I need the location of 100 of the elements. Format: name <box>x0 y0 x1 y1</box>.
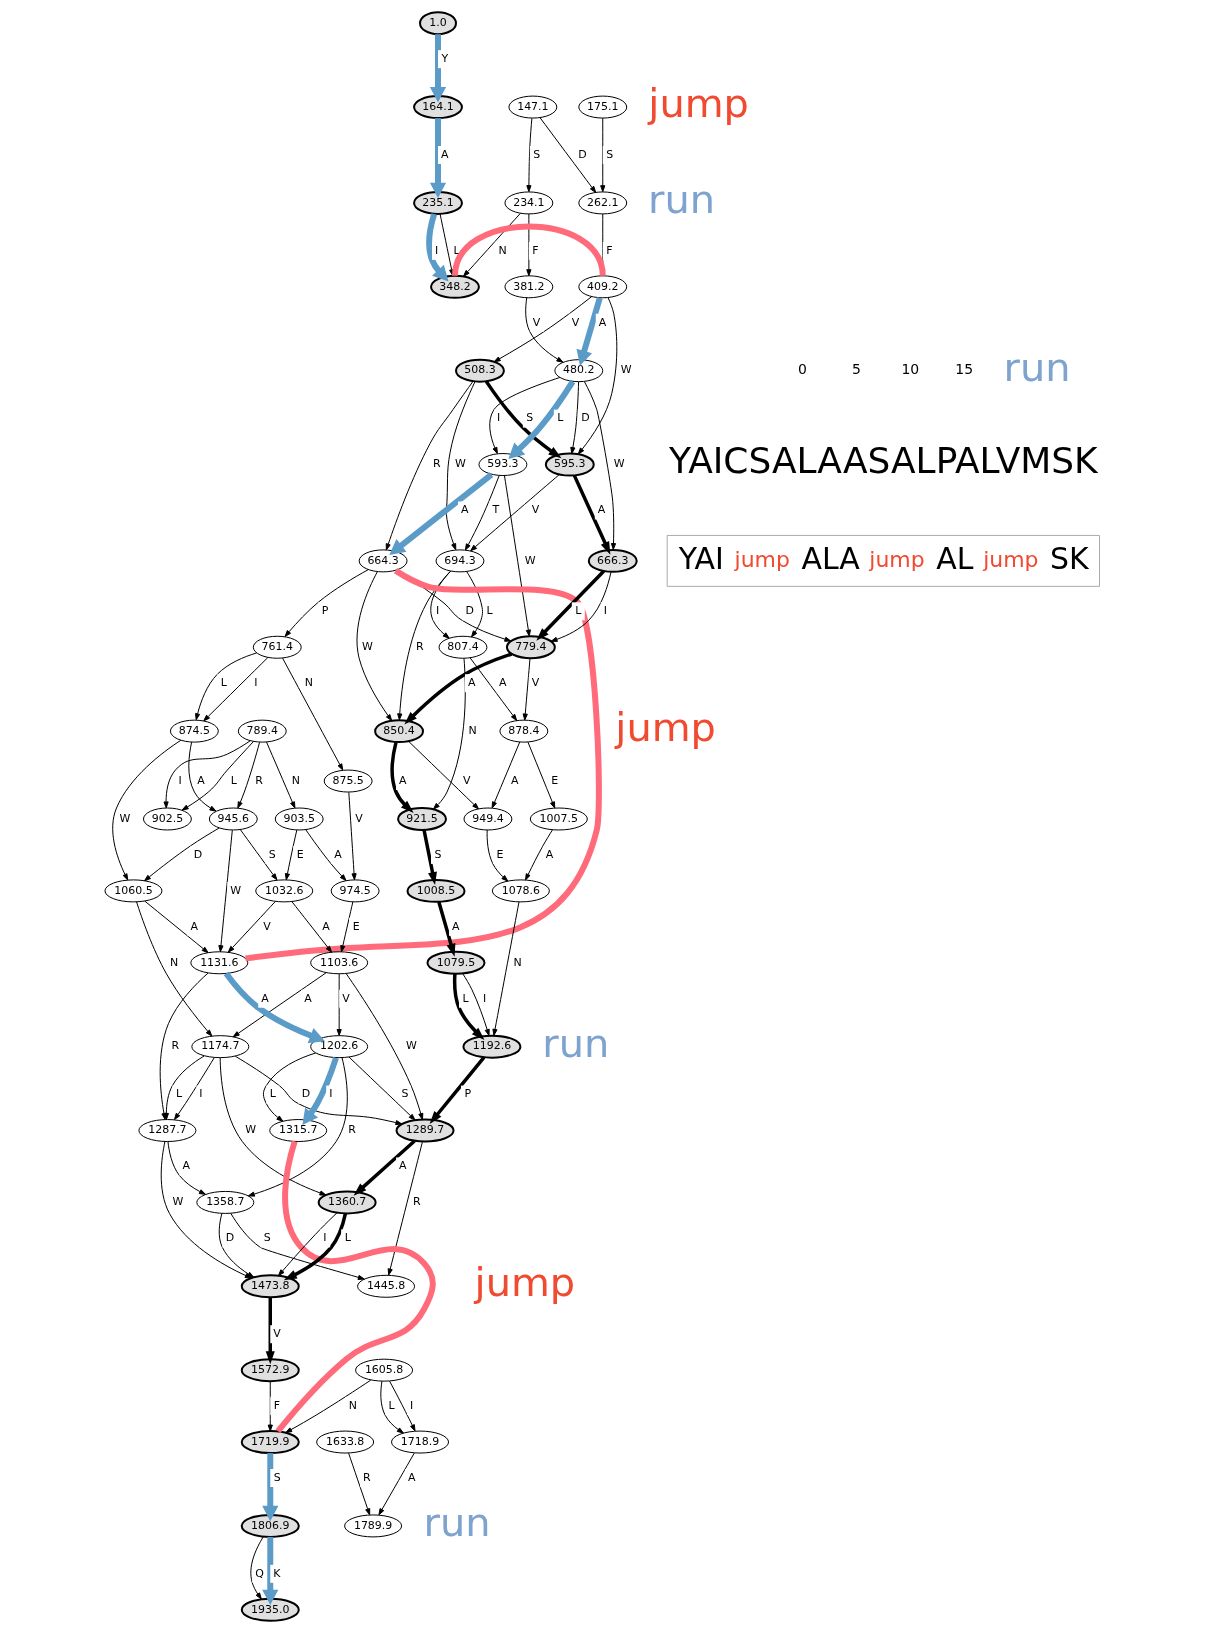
edge-label: V <box>263 919 271 933</box>
edge-label: A <box>197 773 205 787</box>
edge-label: A <box>190 919 198 933</box>
label: YAICSALAASALPALVMSK <box>669 440 1098 482</box>
edge-label: A <box>408 1470 416 1484</box>
edge-label: D <box>578 147 587 161</box>
edge-label: S <box>268 847 276 861</box>
edge-label: L <box>486 604 493 618</box>
edge-label: I <box>436 604 440 618</box>
edge-label: N <box>513 955 522 969</box>
edge-label: I <box>178 773 182 787</box>
edge-label: N <box>468 723 477 737</box>
edge-label: V <box>571 315 580 329</box>
edge-label: I <box>199 1087 203 1101</box>
label: 10 <box>901 361 920 378</box>
edge-label: S <box>263 1231 271 1245</box>
edge-label: N <box>291 773 300 787</box>
edge-label: W <box>119 811 131 825</box>
edge-label: A <box>334 847 342 861</box>
label: jump <box>615 704 716 751</box>
edge-label: E <box>352 919 360 933</box>
edge-label: I <box>410 1398 414 1412</box>
edge-label: A <box>460 503 469 517</box>
edge-label: F <box>606 243 613 257</box>
edge-label: A <box>545 847 554 861</box>
edge-label: P <box>321 604 329 618</box>
edge-label: S <box>526 411 534 425</box>
edge-label: I <box>323 1231 327 1245</box>
edge-label: S <box>533 147 541 161</box>
edge-label: A <box>451 919 460 933</box>
edge-label: W <box>620 363 632 377</box>
edge-label: A <box>261 991 269 1005</box>
edge-label: R <box>413 1195 421 1209</box>
edge-label: N <box>304 676 313 689</box>
label: run <box>542 1019 610 1066</box>
edge-label: R <box>433 457 441 471</box>
edge-label: D <box>465 604 474 618</box>
edge-label: L <box>344 1231 351 1245</box>
edge-label: N <box>498 243 507 257</box>
edge-label: T <box>492 503 500 517</box>
edge-label: A <box>467 676 476 689</box>
edge-label: R <box>363 1470 371 1484</box>
edge-label: A <box>304 991 312 1005</box>
edge-label: E <box>496 847 504 861</box>
edge-label: I <box>496 411 501 425</box>
label: run <box>648 175 716 222</box>
edge-label: W <box>172 1195 184 1209</box>
edge-label: A <box>498 676 507 689</box>
edge-label: L <box>575 604 582 618</box>
edge-label: V <box>532 315 541 329</box>
edge-label: I <box>603 604 608 618</box>
edge-label: W <box>454 457 466 471</box>
edge-label: L <box>175 1087 183 1101</box>
edge-label: R <box>255 773 263 787</box>
edge-label: I <box>482 991 487 1005</box>
edge-label: W <box>362 640 373 654</box>
edge-label: L <box>220 676 227 689</box>
edge-label: A <box>182 1159 190 1173</box>
edge-label: E <box>551 773 559 787</box>
edge-label: L <box>230 773 237 787</box>
label: run <box>423 1498 491 1545</box>
edge-label: S <box>401 1087 409 1101</box>
edge-label: W <box>406 1039 417 1053</box>
edge-label: I <box>435 243 439 257</box>
edge-label: D <box>581 411 590 425</box>
edge-label: P <box>464 1087 472 1101</box>
edge-label: V <box>531 503 540 517</box>
edge-label: I <box>329 1087 333 1101</box>
edge-label: W <box>613 457 625 471</box>
edge-label: W <box>524 553 536 567</box>
label: jump <box>648 80 749 127</box>
edge-label: A <box>598 315 607 329</box>
edge-label: L <box>269 1087 276 1101</box>
label: 5 <box>851 361 861 378</box>
edge-label: S <box>606 147 614 161</box>
edge-label: Y <box>441 51 449 65</box>
edge-label: R <box>171 1039 180 1053</box>
edge-label: V <box>462 773 471 787</box>
edge-label: V <box>273 1327 281 1341</box>
edge-label: N <box>348 1398 357 1412</box>
edge-label: A <box>441 147 449 161</box>
edge-label: D <box>193 847 203 861</box>
edge-label: F <box>273 1398 281 1412</box>
edge-label: Q <box>255 1566 264 1580</box>
edge-label: L <box>462 991 469 1005</box>
edge-label: F <box>532 243 539 257</box>
edge-label: S <box>273 1470 281 1484</box>
edge-label: K <box>273 1566 281 1580</box>
edge-label: L <box>557 411 564 425</box>
edge-label: D <box>301 1087 311 1101</box>
label: run <box>1003 343 1071 390</box>
edge-label: L <box>388 1398 395 1412</box>
edge-label: S <box>434 847 442 861</box>
edge-label: N <box>169 955 179 969</box>
edge-label: W <box>245 1123 257 1137</box>
edge-label: R <box>348 1123 356 1137</box>
label: jump <box>474 1259 576 1306</box>
edge-label: R <box>416 640 424 654</box>
edge-label: A <box>399 773 407 787</box>
edge-label: V <box>531 676 540 689</box>
